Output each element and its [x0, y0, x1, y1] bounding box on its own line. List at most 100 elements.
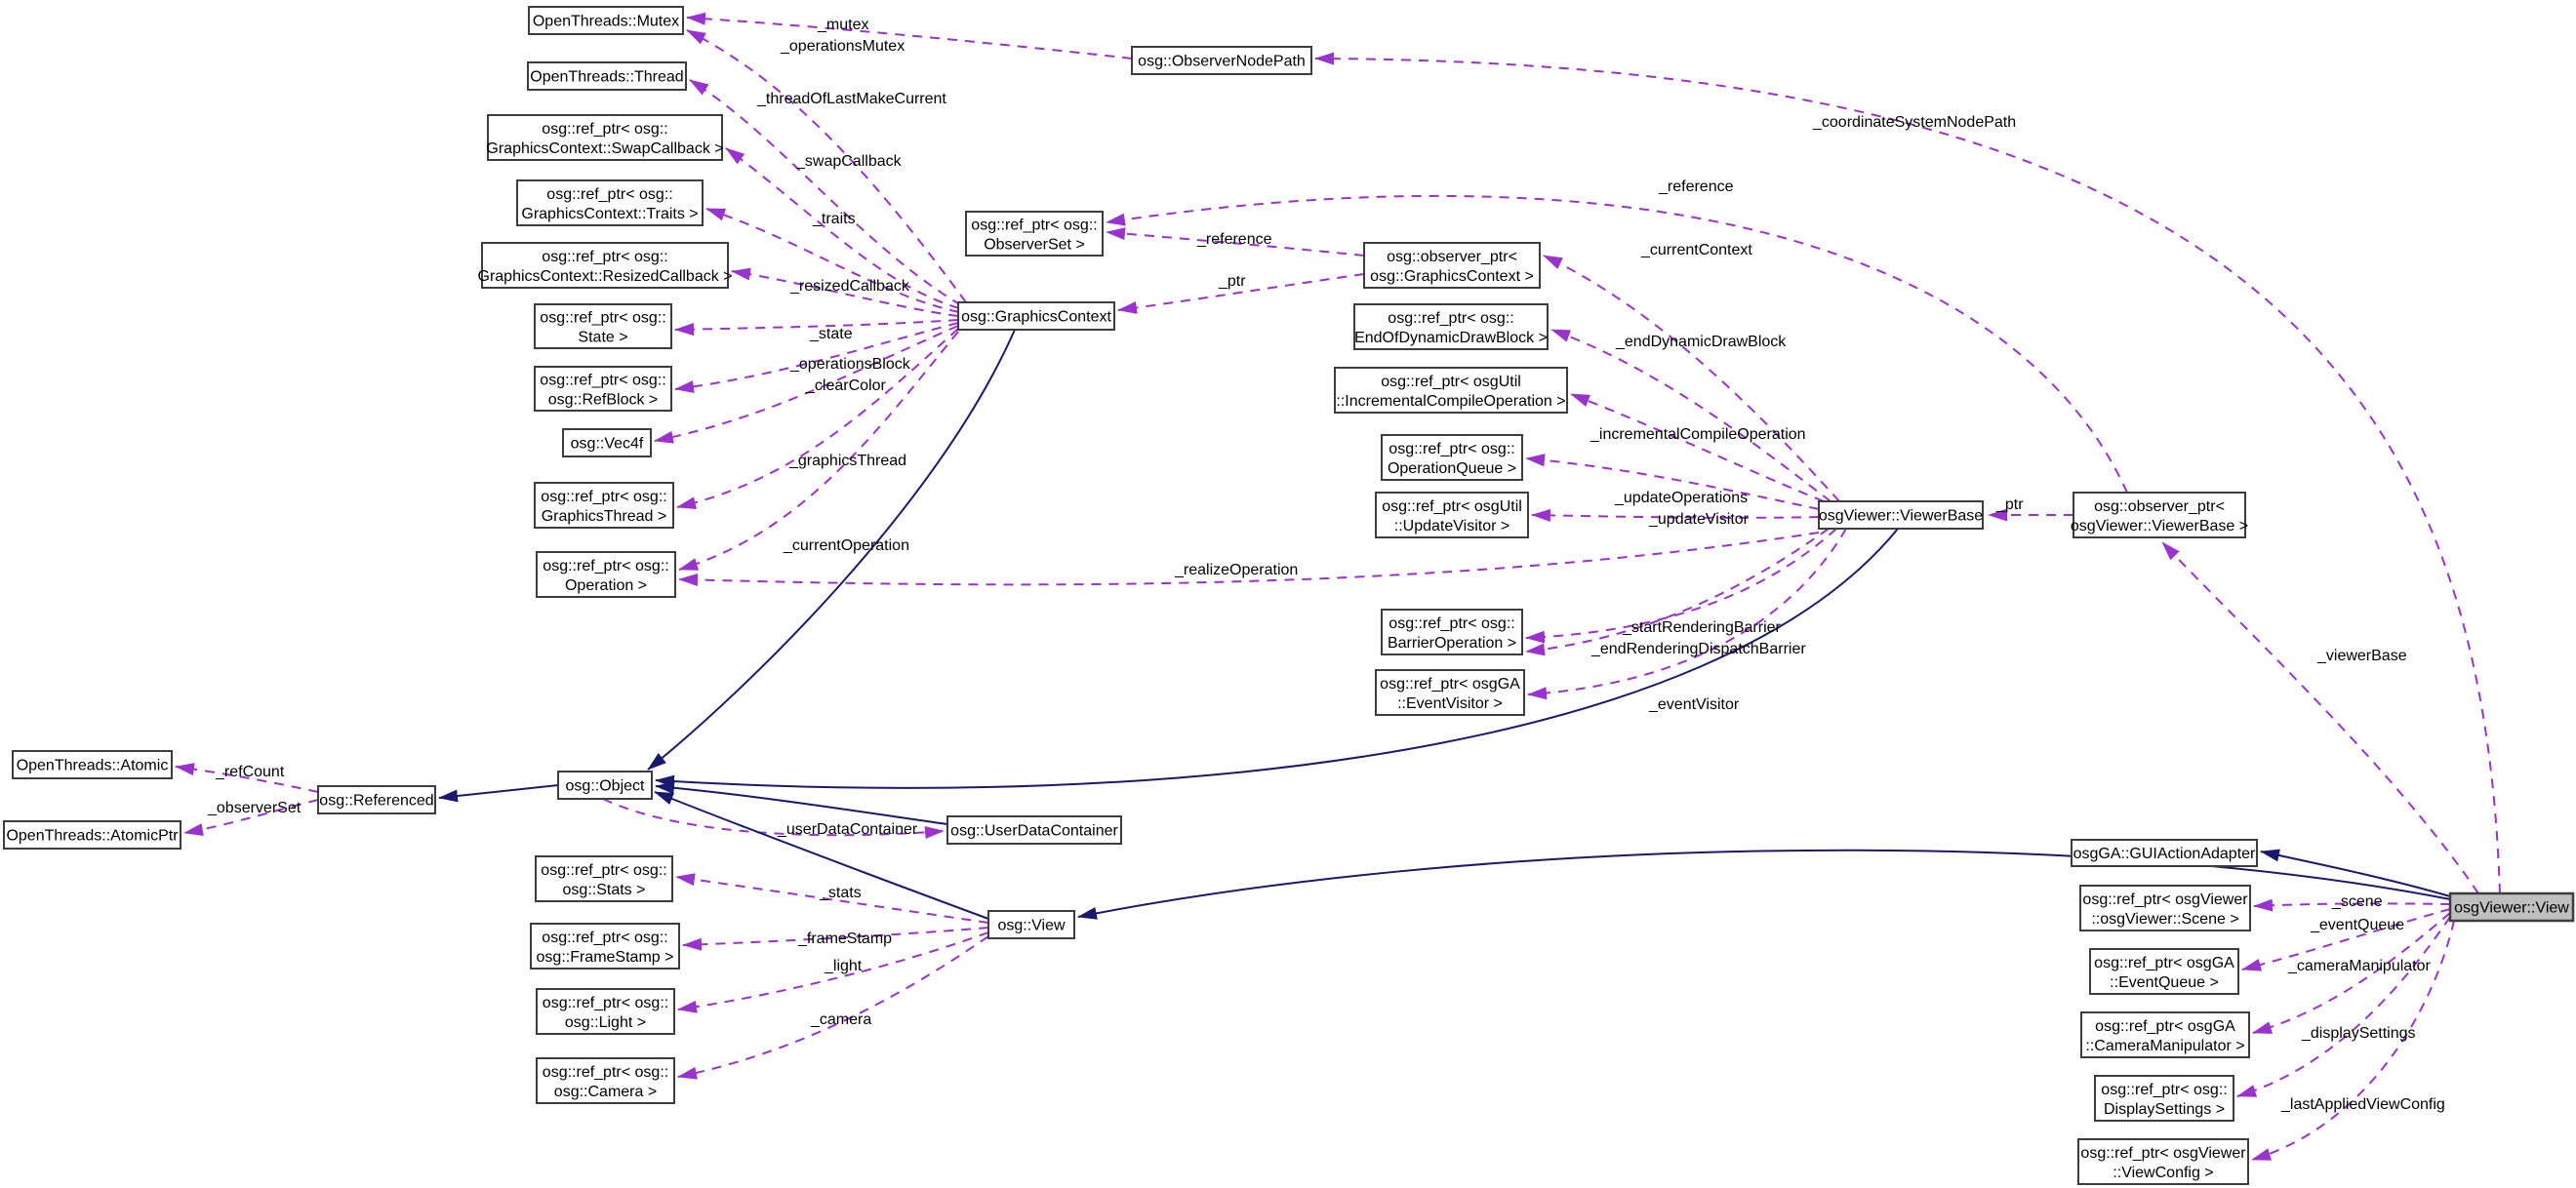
class-node-endblock[interactable]: osg::ref_ptr< osg::EndOfDynamicDrawBlock…: [1353, 303, 1549, 350]
edge-eventVisitor-eventvisitor: [1527, 528, 1847, 700]
edge-currentOperation-operation: [678, 331, 959, 571]
class-node-cameramanip[interactable]: osg::ref_ptr< osgGA::CameraManipulator >: [2080, 1011, 2250, 1058]
class-node-label: osg::ref_ptr< osg::: [543, 995, 668, 1011]
class-node-obs-gc[interactable]: osg::observer_ptr<osg::GraphicsContext >: [1363, 242, 1541, 289]
class-node-label: osg::ref_ptr< osgViewer: [2082, 891, 2248, 908]
class-node-mutex[interactable]: OpenThreads::Mutex: [528, 6, 684, 35]
edge-inherit-object: [655, 528, 1899, 789]
class-node-swapcb[interactable]: osg::ref_ptr< osg::GraphicsContext::Swap…: [486, 114, 724, 161]
class-node-object[interactable]: osg::Object: [557, 771, 653, 800]
edge-label-frameStamp-framestamp: _frameStamp: [797, 931, 892, 947]
class-node-gaa[interactable]: osgGA::GUIActionAdapter: [2071, 839, 2258, 867]
class-node-label: osgViewer::ViewerBase: [1819, 508, 1983, 525]
class-node-refblock[interactable]: osg::ref_ptr< osg::osg::RefBlock >: [534, 366, 672, 412]
class-node-opqueue[interactable]: osg::ref_ptr< osg::OperationQueue >: [1381, 434, 1523, 481]
class-node-eventqueue[interactable]: osg::ref_ptr< osgGA::EventQueue >: [2089, 948, 2239, 995]
class-node-gthread[interactable]: osg::ref_ptr< osg::GraphicsThread >: [534, 482, 674, 529]
class-node-label: osg::RefBlock >: [548, 392, 659, 409]
class-node-label: osg::ref_ptr< osg::: [540, 310, 665, 327]
class-node-framestamp[interactable]: osg::ref_ptr< osg::osg::FrameStamp >: [530, 923, 680, 970]
edge-ptr-gc: [1117, 273, 1365, 314]
edge-label-currentContext-obs-gc: _currentContext: [1640, 242, 1752, 258]
class-node-udc[interactable]: osg::UserDataContainer: [946, 815, 1122, 845]
edge-label-operationsMutex-mutex: _operationsMutex: [780, 38, 905, 55]
edge-inherit-gaa: [2260, 849, 2451, 897]
edge-endDynamicDrawBlock-endblock: [1550, 329, 1831, 502]
class-node-scene[interactable]: osg::ref_ptr< osgViewer::osgViewer::Scen…: [2079, 885, 2251, 931]
class-node-label: osg::ref_ptr< osgUtil: [1381, 374, 1521, 390]
class-node-state[interactable]: osg::ref_ptr< osg::State >: [534, 303, 672, 349]
class-node-camera[interactable]: osg::ref_ptr< osg::osg::Camera >: [536, 1057, 675, 1104]
class-node-viewconfig[interactable]: osg::ref_ptr< osgViewer::ViewConfig >: [2077, 1138, 2249, 1185]
class-node-viewerbase[interactable]: osgViewer::ViewerBase: [1818, 500, 1984, 530]
edge-label-reference-observerset: _reference: [1196, 231, 1272, 248]
edge-label-light-light: _light: [824, 958, 863, 974]
class-node-label: osg::Stats >: [563, 882, 646, 898]
edge-frameStamp-framestamp: [682, 927, 989, 951]
class-node-label: osg::GraphicsContext: [961, 309, 1111, 326]
edge-label-currentOperation-operation: _currentOperation: [783, 537, 909, 554]
edge-label-startRenderingBarrier-barrier: _startRenderingBarrier: [1622, 619, 1782, 636]
class-node-label: osg::ref_ptr< osgGA: [1380, 676, 1520, 693]
edge-mutex-mutex: [686, 12, 1133, 59]
class-node-label: ::EventQueue >: [2110, 974, 2219, 991]
edge-label-refCount-atomic: _refCount: [215, 764, 285, 780]
class-node-label: osg::Vec4f: [571, 436, 644, 453]
class-node-barrier[interactable]: osg::ref_ptr< osg::BarrierOperation >: [1381, 609, 1523, 655]
class-node-osgview[interactable]: osg::View: [987, 910, 1075, 939]
class-node-label: osg::ref_ptr< osg::: [1389, 615, 1514, 632]
class-node-updatevisitor[interactable]: osg::ref_ptr< osgUtil::UpdateVisitor >: [1375, 492, 1529, 538]
class-node-ico[interactable]: osg::ref_ptr< osgUtil::IncrementalCompil…: [1334, 367, 1568, 414]
class-node-atomic[interactable]: OpenThreads::Atomic: [12, 750, 173, 779]
edge-reference-observerset: [1106, 194, 2128, 494]
class-node-label: ::CameraManipulator >: [2085, 1038, 2244, 1054]
edge-cameraManipulator-cameramanip: [2252, 912, 2451, 1034]
edge-label-coordinateSystemNodePath-onp: _coordinateSystemNodePath: [1812, 114, 2016, 131]
edge-resizedCallback-resizedcb: [731, 267, 959, 317]
class-node-operation[interactable]: osg::ref_ptr< osg::Operation >: [536, 551, 676, 598]
edge-state-state: [674, 319, 959, 337]
class-node-label: OpenThreads::Mutex: [533, 14, 679, 30]
class-node-obs-vb[interactable]: osg::observer_ptr<osgViewer::ViewerBase …: [2071, 492, 2248, 538]
class-node-label: osg::observer_ptr<: [2094, 498, 2225, 515]
edge-inherit-object: [655, 781, 948, 825]
edge-label-reference-observerset: _reference: [1658, 178, 1734, 195]
edge-displaySettings-displaysettings: [2236, 916, 2451, 1097]
class-node-label: osg::ref_ptr< osgUtil: [1382, 498, 1522, 515]
class-node-label: ::EventVisitor >: [1397, 695, 1503, 712]
edge-swapCallback-swapcb: [725, 147, 960, 309]
edge-inherit-osgview: [1077, 849, 2451, 920]
class-node-stats[interactable]: osg::ref_ptr< osg::osg::Stats >: [535, 855, 673, 902]
edge-stats-stats: [675, 873, 989, 924]
edge-label-updateVisitor-updatevisitor: _updateVisitor: [1648, 511, 1750, 528]
class-node-label: GraphicsContext::Traits >: [521, 206, 698, 222]
class-node-traits[interactable]: osg::ref_ptr< osg::GraphicsContext::Trai…: [516, 179, 704, 226]
edge-inherit-referenced: [438, 784, 559, 803]
class-node-label: Operation >: [565, 577, 647, 594]
class-node-resizedcb[interactable]: osg::ref_ptr< osg::GraphicsContext::Resi…: [477, 242, 733, 289]
class-node-label: osg::ref_ptr< osg::: [543, 1064, 668, 1081]
class-node-label: osgGA::GUIActionAdapter: [2073, 846, 2256, 862]
class-node-observerset[interactable]: osg::ref_ptr< osg::ObserverSet >: [965, 211, 1104, 257]
class-node-label: OpenThreads::Thread: [530, 69, 683, 86]
class-node-vec4f[interactable]: osg::Vec4f: [562, 428, 652, 457]
class-node-light[interactable]: osg::ref_ptr< osg::osg::Light >: [536, 988, 675, 1035]
edge-endRenderingDispatchBarrier-barrier: [1525, 528, 1830, 656]
class-node-label: GraphicsContext::ResizedCallback >: [477, 268, 732, 285]
class-node-onp[interactable]: osg::ObserverNodePath: [1131, 46, 1312, 75]
edge-label-ptr-viewerbase: _ptr: [1995, 496, 2024, 513]
class-node-referenced[interactable]: osg::Referenced: [317, 785, 436, 814]
class-node-displaysettings[interactable]: osg::ref_ptr< osg::DisplaySettings >: [2094, 1075, 2234, 1122]
class-node-label: osg::Object: [566, 778, 645, 795]
edge-label-cameraManipulator-cameramanip: _cameraManipulator: [2287, 958, 2432, 974]
class-node-label: osg::ref_ptr< osg::: [542, 249, 667, 265]
class-node-atomicptr[interactable]: OpenThreads::AtomicPtr: [3, 820, 181, 850]
class-node-label: OpenThreads::Atomic: [17, 758, 169, 774]
class-node-thread[interactable]: OpenThreads::Thread: [527, 61, 687, 91]
edge-refCount-atomic: [175, 763, 319, 793]
class-node-label: ::IncrementalCompileOperation >: [1336, 393, 1565, 410]
class-node-gc[interactable]: osg::GraphicsContext: [957, 301, 1115, 331]
class-node-eventvisitor[interactable]: osg::ref_ptr< osgGA::EventVisitor >: [1375, 669, 1525, 716]
edge-label-threadOfLastMakeCurrent-thread: _threadOfLastMakeCurrent: [756, 91, 946, 107]
